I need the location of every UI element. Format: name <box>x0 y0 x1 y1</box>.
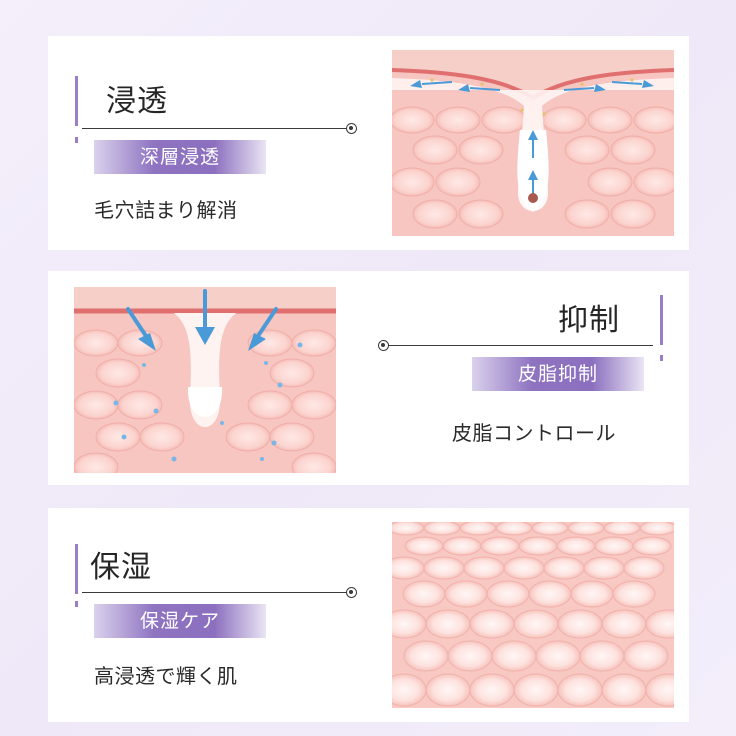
penetration-skin-illustration <box>392 50 674 236</box>
feature-caption: 高浸透で輝く肌 <box>94 664 238 688</box>
sebum-card: 抑制 皮脂抑制 皮脂コントロール <box>48 271 689 485</box>
accent-bar <box>75 76 78 126</box>
section-heading: 抑制 <box>558 303 620 338</box>
rule-end-icon <box>346 123 357 134</box>
feature-badge: 皮脂抑制 <box>472 357 644 391</box>
section-heading: 浸透 <box>106 84 168 119</box>
feature-badge: 深層浸透 <box>94 140 266 174</box>
heading-rule <box>389 345 653 346</box>
penetration-card: 浸透 深層浸透 毛穴詰まり解消 <box>48 36 689 250</box>
sebum-skin-svg <box>74 287 336 473</box>
moisture-card: 保湿 保湿ケア 高浸透で輝く肌 <box>48 508 689 722</box>
heading-rule <box>82 128 346 129</box>
accent-dot <box>660 355 663 361</box>
feature-caption: 毛穴詰まり解消 <box>94 198 238 222</box>
sebum-skin-illustration <box>74 287 336 473</box>
accent-bar <box>75 544 78 594</box>
rule-end-icon <box>346 587 357 598</box>
feature-badge: 保湿ケア <box>94 604 266 638</box>
penetration-skin-svg <box>392 50 674 236</box>
heading-rule <box>82 592 346 593</box>
accent-bar <box>660 295 663 345</box>
accent-dot <box>75 601 78 607</box>
section-heading: 保湿 <box>90 550 152 585</box>
rule-end-icon <box>378 340 389 351</box>
moisture-skin-illustration <box>392 522 674 708</box>
accent-dot <box>75 137 78 143</box>
moisture-skin-svg <box>392 522 674 708</box>
feature-caption: 皮脂コントロール <box>452 421 616 445</box>
